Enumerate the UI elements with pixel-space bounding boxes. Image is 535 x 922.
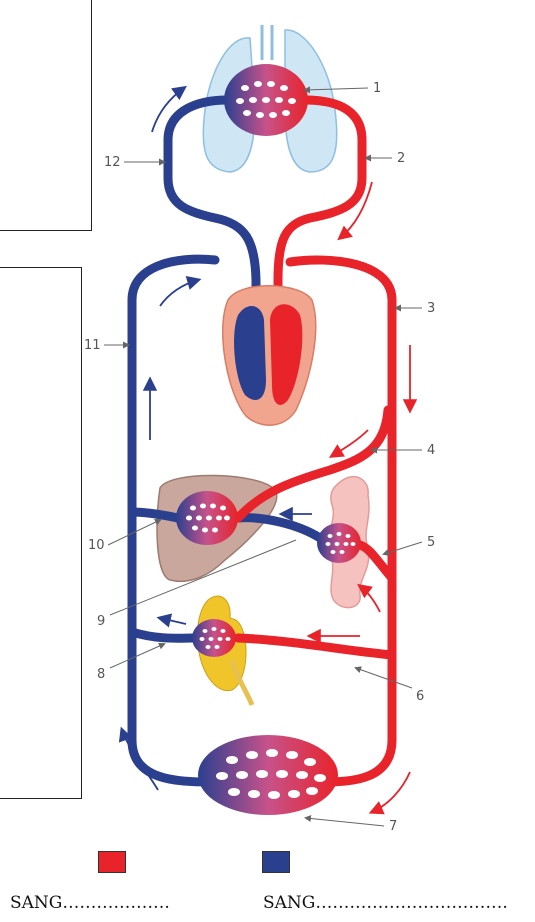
label-2: 2 — [397, 151, 405, 166]
capillary-intestine — [317, 523, 361, 563]
fill-in-blood-type-2[interactable]: SANG……………………………. — [263, 893, 508, 913]
legend-swatch-blue — [262, 851, 290, 873]
legend-swatch-red — [98, 851, 126, 873]
label-1: 1 — [373, 81, 381, 96]
label-7: 7 — [389, 819, 397, 834]
label-4: 4 — [427, 443, 435, 458]
arterial-vessels — [238, 100, 392, 782]
number-labels: 1 2 3 4 5 6 7 8 9 10 11 12 — [84, 81, 435, 834]
label-3: 3 — [427, 301, 435, 316]
label-10: 10 — [88, 538, 105, 553]
label-11: 11 — [84, 338, 101, 353]
label-9: 9 — [97, 614, 105, 629]
capillary-lungs — [224, 64, 308, 136]
fill-in-blood-type-1[interactable]: SANG………………. — [10, 893, 170, 913]
label-6: 6 — [416, 689, 424, 704]
heart — [223, 286, 316, 425]
capillary-kidney — [192, 619, 236, 657]
label-12: 12 — [104, 155, 121, 170]
leader-lines — [104, 88, 422, 826]
capillary-body — [198, 735, 338, 815]
label-8: 8 — [97, 667, 105, 682]
capillary-liver — [176, 491, 238, 545]
label-5: 5 — [427, 535, 435, 550]
